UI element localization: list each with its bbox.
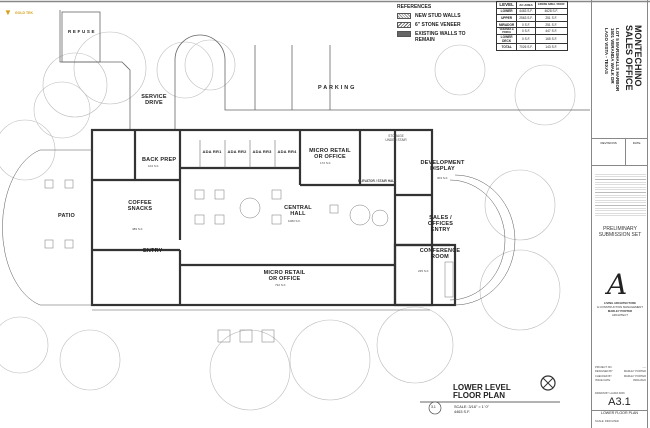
notes-block [595,172,646,216]
submission-status: PRELIMINARY SUBMISSION SET [598,226,642,238]
furniture [44,179,454,343]
room-ada-4: ADA RR4 [277,149,297,154]
room-entry: ENTRY [143,248,163,254]
legend-item: NEW STUD WALLS [415,13,461,19]
room-area: 303 S.F. [437,176,449,180]
walls [90,128,457,307]
firm-logo: A [607,268,628,301]
logo-icon: ▼ [4,8,12,17]
room-area: 1083 S.F. [288,219,301,223]
room-area: 489 S.F. [132,227,144,231]
room-area: 732 S.F. [275,283,287,287]
revisions-header: REVISIONS [592,139,627,165]
existing-walls-swatch [397,31,411,37]
room-area: 104 S.F. [148,164,160,168]
drawing-tag-circle [428,401,442,415]
date-header: DATE [632,141,641,145]
sheet-scale: SCALE: INDICATED [595,420,619,423]
room-sales-entry: SALES / OFFICES ENTRY [427,215,454,234]
trees [0,31,576,411]
room-central-hall: CENTRAL HALL [284,205,312,218]
legend-item: 6" STONE VENEER [415,22,461,28]
room-patio: PATIO [58,213,75,219]
room-ada-2: ADA RR2 [227,149,247,154]
drawing-tag: 3.1 [431,405,436,409]
room-coffee-snacks: COFFEE SNACKS [127,200,153,213]
drawing-scale: SCALE: 3/16" = 1' 0" 4463 S.F. [454,405,489,415]
area-text: 4463 S.F. [454,409,471,414]
scale-text: SCALE: 3/16" = 1' 0" [454,405,489,409]
sheet-title: LOWER FLOOR PLAN [592,410,647,415]
sheet-number: A3.1 [608,396,631,408]
room-micro-retail-bottom: MICRO RETAIL OR OFFICE [263,270,306,283]
refuse-enclosure [61,11,101,63]
legend: REFERENCES NEW STUD WALLS 6" STONE VENEE… [397,4,467,43]
room-storage: STORAGE UNDER STAIR [385,134,407,142]
room-development-display: DEVELOPMENT DISPLAY [420,160,465,173]
drawn-by: DRAWN BY LAURA KIRK [595,392,625,395]
parking-label: P A R K I N G [318,85,355,91]
legend-title: REFERENCES [397,4,432,10]
room-area: 225 S.F. [418,269,430,273]
room-conference: CONFERENCE ROOM [419,248,461,261]
refuse-label: R E F U S E [68,29,95,34]
north-arrow [540,375,556,391]
drawing-title-line1: LOWER LEVEL [453,383,511,392]
legend-item: EXISTING WALLS TO REMAIN [415,31,466,43]
drawing-title-line2: FLOOR PLAN [453,391,505,401]
new-stud-swatch [397,13,411,19]
firm-info: LIVING ARCHITECTURE& CONSTRUCTION MANAGE… [597,301,643,317]
room-ada-1: ADA RR1 [202,149,222,154]
revisions-table: REVISIONS DATE [592,138,647,166]
room-area: 172 S.F. [320,161,332,165]
room-micro-retail-top: MICRO RETAIL OR OFFICE [309,148,351,161]
drawing-title: LOWER LEVEL FLOOR PLAN [453,383,511,401]
stone-veneer-swatch [397,22,411,28]
room-ada-3: ADA RR3 [252,149,272,154]
logo: ▼ GOLD TEK [4,8,34,17]
room-elevator-stair: ELEVATOR / STAIR HALL [358,179,397,183]
service-drive-label: SERVICE DRIVE [141,94,167,107]
room-back-prep: BACK PREP [142,157,177,163]
